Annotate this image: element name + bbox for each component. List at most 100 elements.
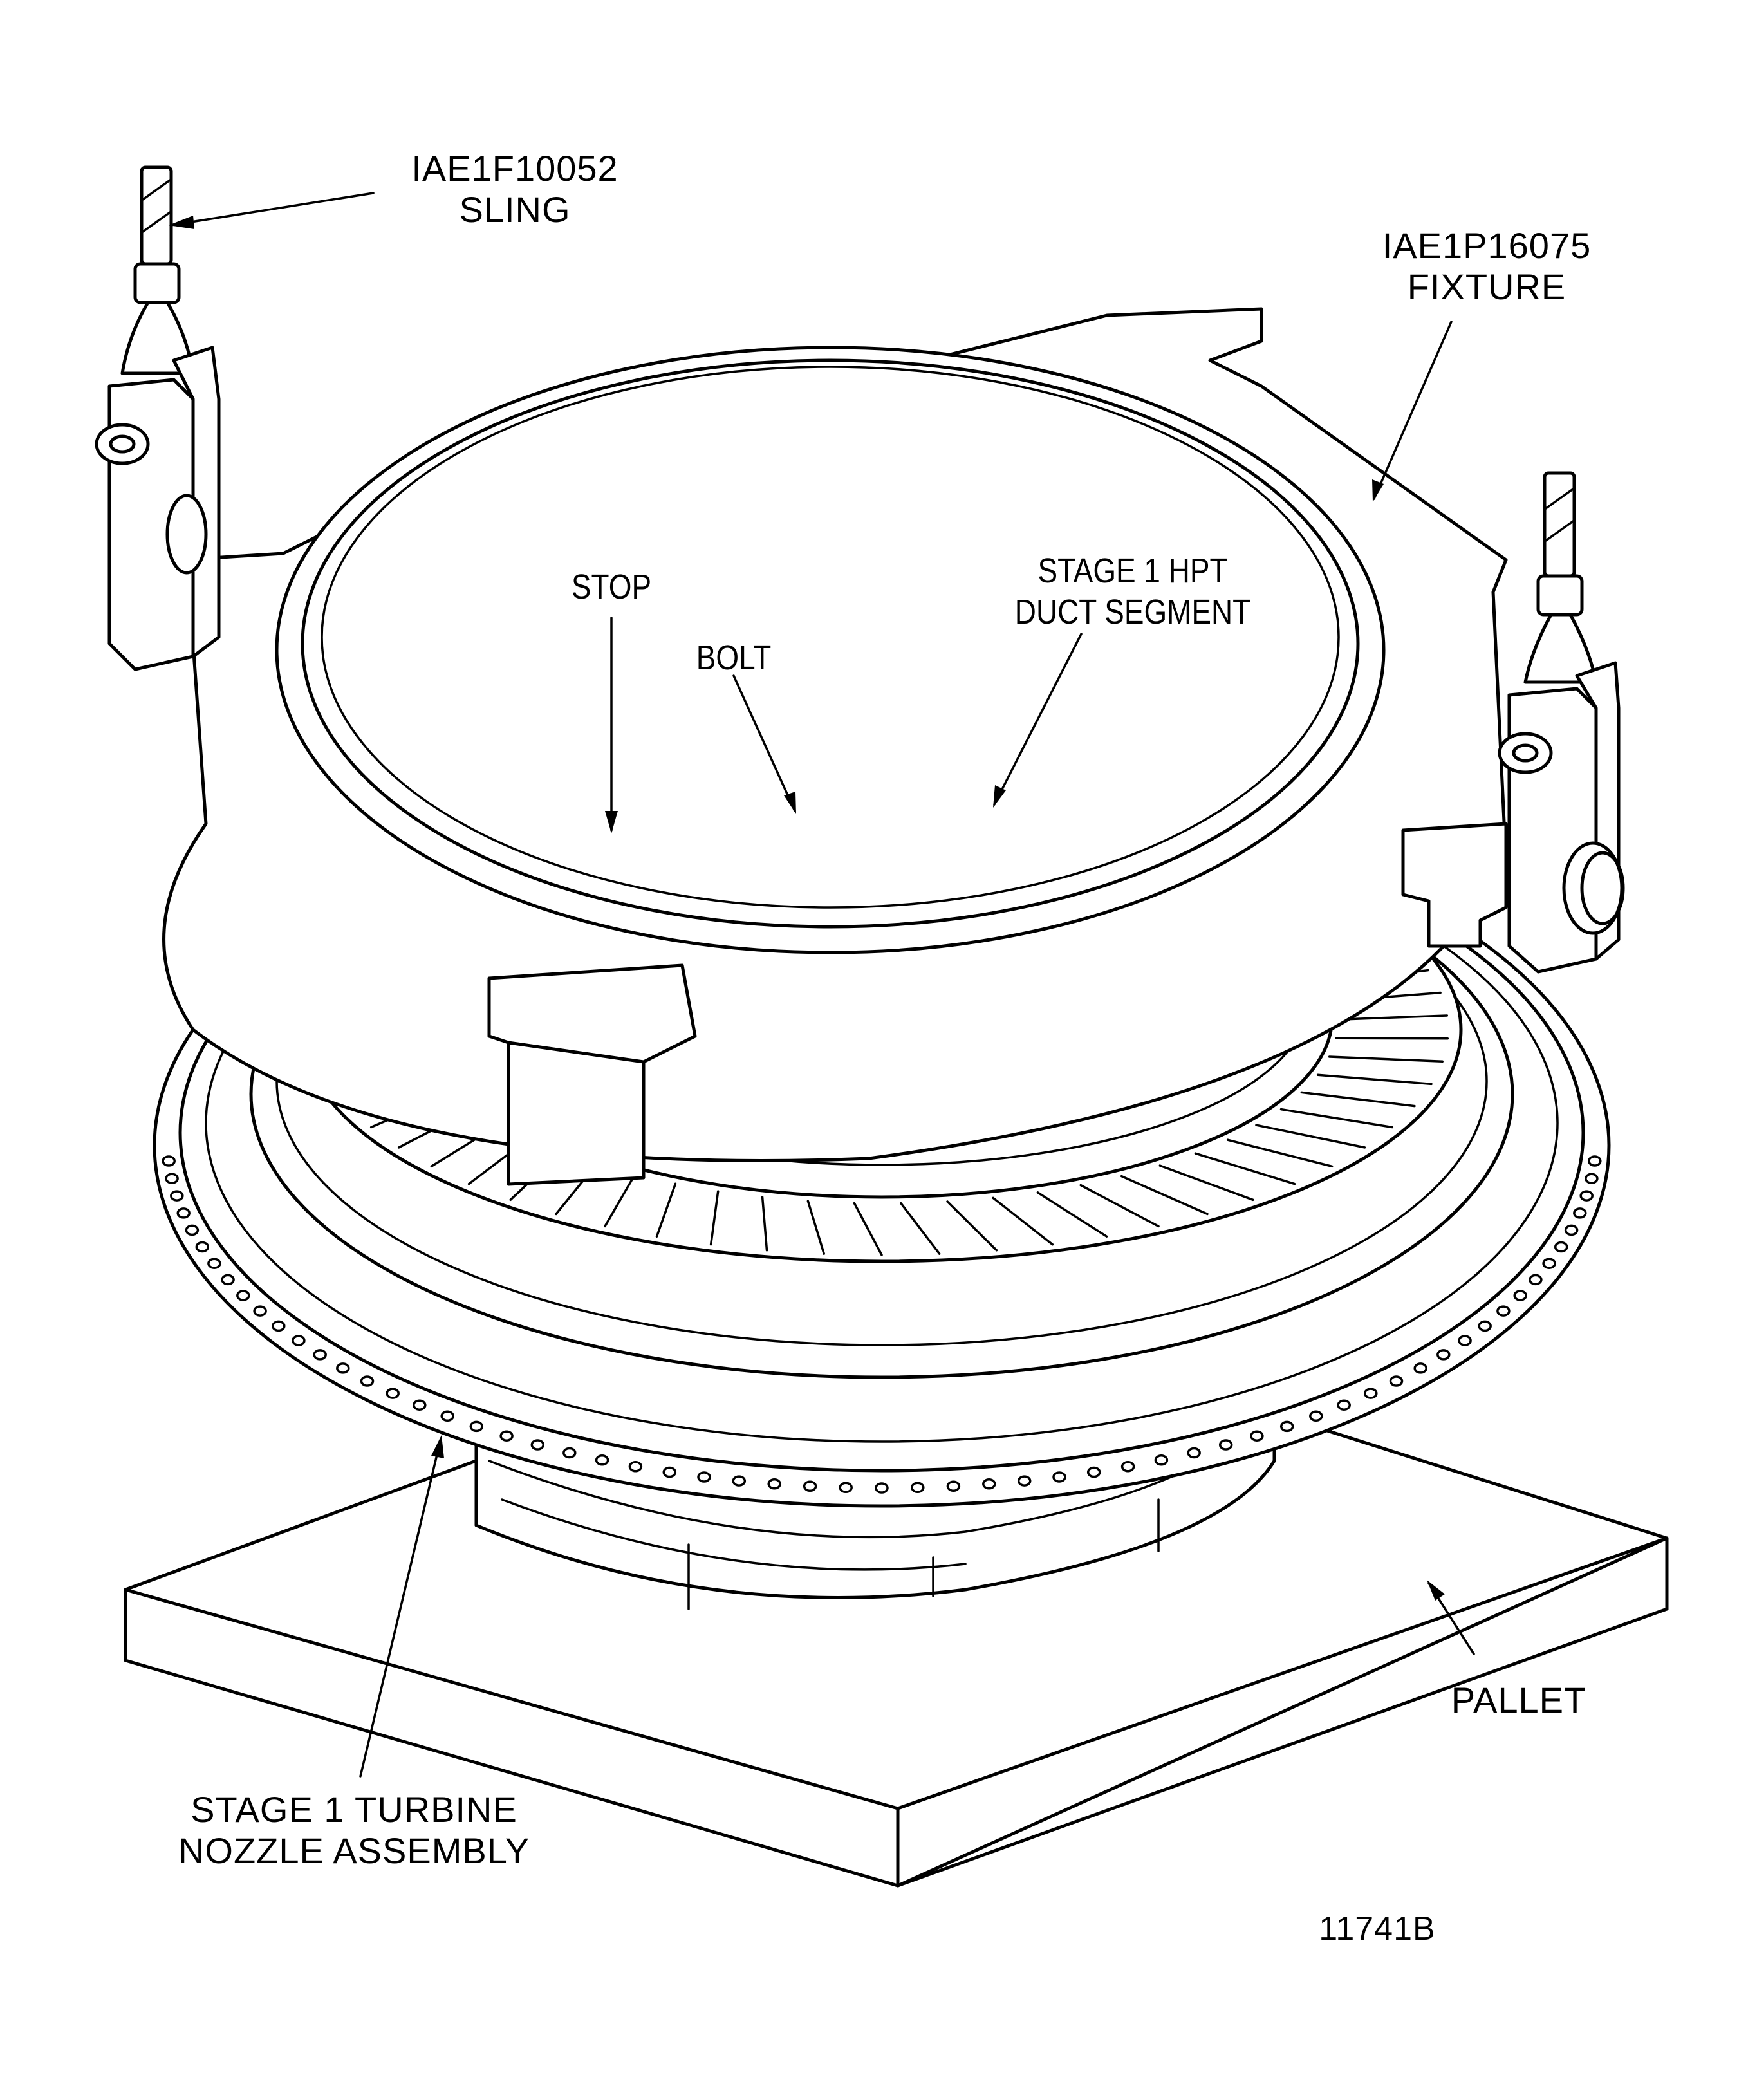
- nozzle-vane: [1316, 1073, 1433, 1086]
- flange-bolt-hole: [272, 1320, 286, 1332]
- flange-bolt-hole: [1513, 1290, 1527, 1301]
- flange-bolt-hole: [1017, 1475, 1032, 1487]
- flange-bolt-hole: [1413, 1362, 1427, 1374]
- flange-bolt-hole: [1086, 1466, 1101, 1478]
- lifting-fixture: [162, 307, 1508, 1186]
- nozzle-vane: [1337, 1014, 1449, 1021]
- flange-bolt-hole: [1573, 1207, 1587, 1219]
- flange-bolt-hole: [732, 1475, 747, 1487]
- leader-lines: [169, 192, 1475, 1778]
- flange-bolt-hole: [662, 1466, 677, 1478]
- flange-bolt-hole: [313, 1349, 327, 1361]
- flange-bolt-hole: [413, 1399, 427, 1411]
- nozzle-vane: [1079, 1184, 1160, 1228]
- bolt-label: BOLT: [696, 638, 772, 677]
- nozzle-vane: [709, 1190, 720, 1246]
- flange-bolt-hole: [1554, 1241, 1568, 1253]
- duct-segment-label: STAGE 1 HPT DUCT SEGMENT: [980, 550, 1286, 633]
- right-sling-hook: [1498, 471, 1625, 974]
- nozzle-vane: [1328, 1055, 1444, 1063]
- flange-bolt-hole: [1542, 1258, 1556, 1269]
- flange-bolt-hole: [1436, 1349, 1451, 1361]
- flange-bolt-hole: [1337, 1399, 1351, 1411]
- flange-bolt-hole: [1579, 1190, 1594, 1202]
- fixture-label: IAE1P16075 FIXTURE: [1352, 225, 1622, 308]
- flange-bolt-hole: [1279, 1420, 1294, 1433]
- left-sling-hook: [95, 165, 221, 671]
- flange-bolt-hole: [1585, 1173, 1599, 1184]
- nozzle-vane: [604, 1173, 637, 1228]
- stop-label: STOP: [571, 568, 652, 606]
- flange-bolt-hole: [839, 1482, 853, 1494]
- sling-part-number: IAE1F10052: [411, 148, 618, 189]
- flange-bolt-hole: [1458, 1335, 1472, 1346]
- figure-id: 11741B: [1319, 1910, 1436, 1947]
- flange-bolt-hole: [207, 1258, 221, 1269]
- flange-bolt-hole: [1389, 1375, 1404, 1387]
- flange-bolt-hole: [1364, 1388, 1378, 1399]
- fixture-name: FIXTURE: [1407, 266, 1566, 307]
- nozzle-vane: [761, 1196, 768, 1252]
- flange-bolt-hole: [1588, 1155, 1602, 1167]
- nozzle-vane: [655, 1182, 677, 1238]
- flange-bolt-hole: [1529, 1274, 1543, 1286]
- flange-bolt-hole: [440, 1410, 454, 1422]
- flange-bolt-hole: [628, 1461, 643, 1473]
- flange-bolt-hole: [982, 1478, 996, 1490]
- flange-bolt-hole: [1496, 1305, 1511, 1317]
- nozzle-vane: [1335, 1037, 1449, 1040]
- fixture-part-number: IAE1P16075: [1382, 225, 1592, 266]
- flange-bolt-hole: [499, 1430, 514, 1442]
- nozzle-vane: [992, 1196, 1054, 1246]
- flange-bolt-hole: [1120, 1461, 1135, 1473]
- nozzle-vane: [1120, 1175, 1209, 1216]
- nozzle-vane: [853, 1202, 883, 1256]
- nozzle-vane: [1158, 1164, 1254, 1202]
- flange-bolt-hole: [360, 1375, 375, 1387]
- flange-bolt-hole: [767, 1478, 781, 1490]
- flange-bolt-hole: [162, 1155, 176, 1167]
- nozzle-assembly-line2: NOZZLE ASSEMBLY: [178, 1830, 530, 1871]
- sling-name: SLING: [459, 189, 571, 230]
- flange-bolt-hole: [165, 1173, 179, 1184]
- nozzle-assembly-label: STAGE 1 TURBINE NOZZLE ASSEMBLY: [161, 1789, 547, 1872]
- flange-bolt-hole: [170, 1190, 184, 1202]
- flange-bolt-hole: [1218, 1439, 1233, 1451]
- flange-bolt-hole: [236, 1290, 250, 1301]
- flange-bolt-hole: [176, 1207, 191, 1219]
- flange-bolt-hole: [595, 1454, 609, 1466]
- nozzle-vane: [1300, 1091, 1416, 1108]
- flange-bolt-hole: [562, 1447, 577, 1459]
- flange-bolt-hole: [530, 1439, 545, 1451]
- nozzle-vane: [900, 1202, 941, 1255]
- nozzle-vane: [1279, 1108, 1394, 1129]
- flange-bolt-hole: [1564, 1224, 1579, 1236]
- flange-bolt-hole: [336, 1362, 350, 1374]
- flange-bolt-hole: [1478, 1320, 1492, 1332]
- flange-bolt-hole: [469, 1420, 484, 1433]
- flange-bolt-hole: [185, 1224, 200, 1236]
- pallet-label: PALLET: [1451, 1680, 1587, 1720]
- flange-bolt-hole: [946, 1480, 961, 1492]
- nozzle-vane: [1226, 1138, 1334, 1168]
- flange-bolt-hole: [875, 1482, 889, 1494]
- flange-bolt-hole: [386, 1388, 400, 1399]
- nozzle-vane: [946, 1200, 998, 1252]
- flange-bolt-hole: [697, 1471, 711, 1483]
- nozzle-assembly-line1: STAGE 1 TURBINE: [191, 1789, 517, 1830]
- flange-bolt-hole: [1154, 1454, 1169, 1466]
- nozzle-vane: [806, 1200, 826, 1255]
- duct-segment-line2: DUCT SEGMENT: [1014, 593, 1251, 631]
- flange-bolt-hole: [195, 1241, 210, 1253]
- duct-segment-line1: STAGE 1 HPT: [1037, 552, 1228, 590]
- flange-bolt-holes: [162, 1155, 1602, 1494]
- nozzle-vane: [1194, 1152, 1296, 1185]
- flange-bolt-hole: [1250, 1430, 1264, 1442]
- nozzle-vane: [1036, 1191, 1108, 1238]
- flange-bolt-hole: [803, 1480, 817, 1492]
- flange-bolt-hole: [1052, 1471, 1066, 1483]
- nozzle-vane: [1255, 1124, 1366, 1149]
- flange-bolt-hole: [221, 1274, 235, 1286]
- flange-bolt-hole: [1187, 1447, 1201, 1459]
